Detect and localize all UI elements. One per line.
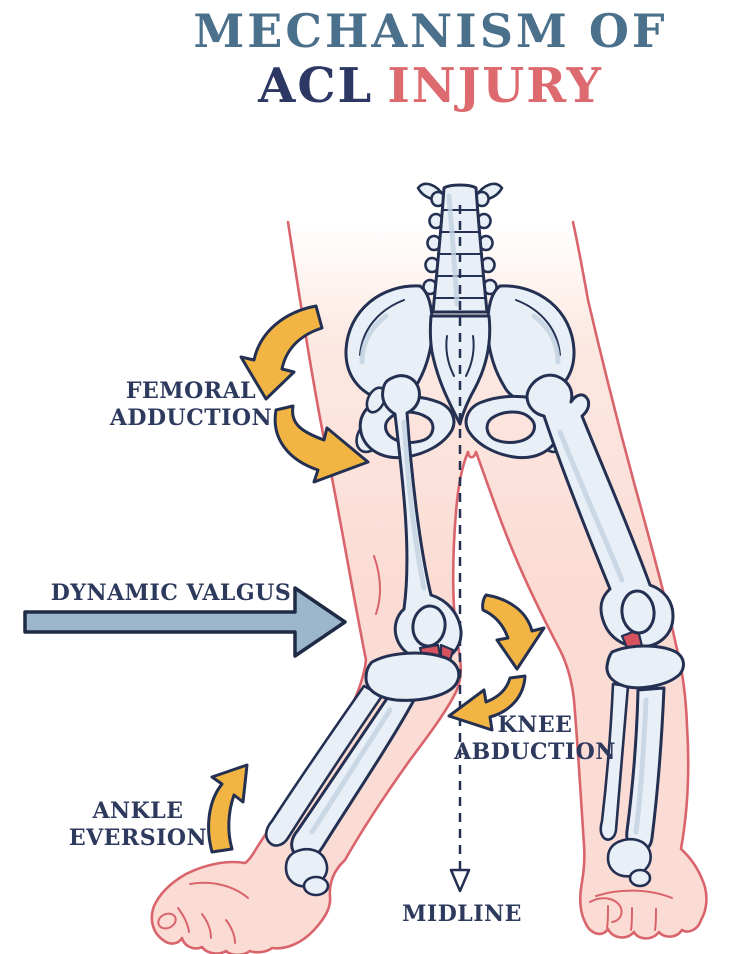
femoral-adduction-arrow-icon xyxy=(239,304,370,484)
knee-abduction-line1: KNEE xyxy=(497,712,573,738)
knee-abduction-label: KNEE ABDUCTION xyxy=(435,712,635,766)
ankle-eversion-arrow-icon xyxy=(207,763,249,854)
left-leg-bones xyxy=(264,374,463,897)
midline-text: MIDLINE xyxy=(402,901,522,927)
dynamic-valgus-text: DYNAMIC VALGUS xyxy=(50,580,292,606)
skin-detail-lines xyxy=(157,555,673,944)
left-fibula xyxy=(264,684,384,847)
right-patella xyxy=(620,589,656,635)
pelvis-bones xyxy=(344,284,576,460)
left-pubic-ring xyxy=(358,394,456,460)
ankle-eversion-label: ANKLE EVERSION xyxy=(38,798,238,852)
midline-arrowhead-icon xyxy=(449,868,471,893)
spine-bones xyxy=(416,182,504,314)
title-line1: MECHANISM OF xyxy=(193,4,668,58)
ankle-eversion-line2: EVERSION xyxy=(68,824,208,851)
right-cuboid xyxy=(628,868,652,888)
knee-abduction-line2: ABDUCTION xyxy=(454,738,616,765)
ankle-eversion-line1: ANKLE xyxy=(92,798,184,824)
right-leg-bones xyxy=(525,373,685,888)
left-tibia-plateau xyxy=(364,651,461,702)
dynamic-valgus-arrow-icon xyxy=(23,586,347,658)
left-calcaneus xyxy=(302,875,330,897)
right-fibula xyxy=(599,682,630,841)
title-acl: ACL xyxy=(258,58,374,115)
femoral-adduction-line2: ADDUCTION xyxy=(109,404,273,431)
left-patella xyxy=(411,604,447,648)
midline-label: MIDLINE xyxy=(362,901,562,928)
right-tibia-plateau xyxy=(605,644,685,690)
femoral-adduction-label: FEMORAL ADDUCTION xyxy=(88,378,294,432)
body-skin-outline xyxy=(150,220,708,954)
dynamic-valgus-label: DYNAMIC VALGUS xyxy=(40,580,302,607)
femoral-adduction-line1: FEMORAL xyxy=(125,378,257,404)
knee-abduction-arrow-icon xyxy=(447,593,546,732)
title-injury: INJURY xyxy=(387,58,603,115)
